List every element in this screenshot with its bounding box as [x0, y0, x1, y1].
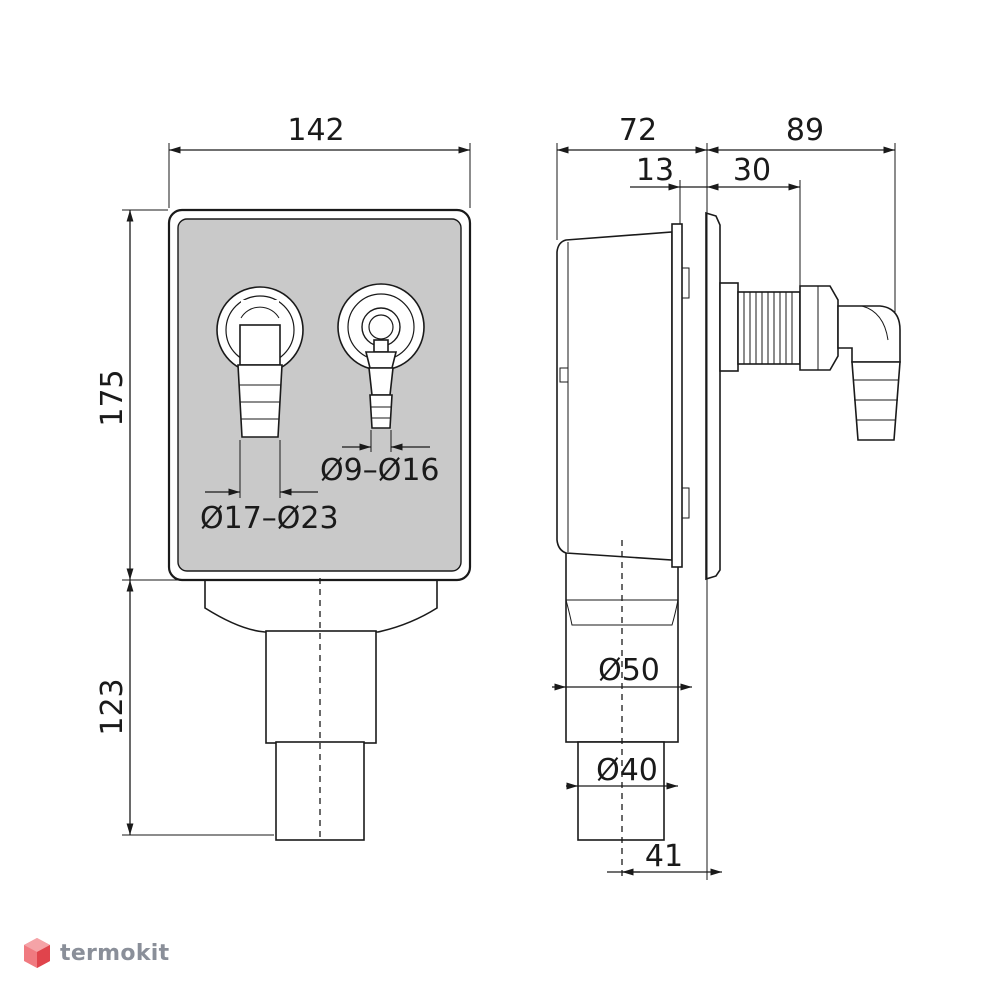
side-pipe-upper: [565, 551, 679, 743]
side-thread-lines: [743, 292, 793, 364]
projection-label: 89: [786, 113, 824, 148]
watermark-text: termokit: [60, 940, 170, 966]
watermark: termokit: [22, 936, 169, 970]
side-barb: [851, 361, 901, 441]
pipe-inner-label: Ø40: [596, 753, 658, 788]
depth-label: 72: [619, 113, 657, 148]
cube-logo-icon: [24, 938, 50, 968]
outlet-small: [337, 283, 425, 429]
side-housing: [556, 231, 673, 561]
side-frame: [671, 223, 683, 568]
side-housing-clip: [559, 367, 569, 383]
side-thread: [737, 291, 801, 365]
side-plate: [705, 211, 721, 581]
side-coupling-nut-left: [719, 282, 739, 372]
frame-label: 13: [636, 153, 674, 188]
outlet-large: [216, 286, 304, 438]
outlet-large-label: Ø17–Ø23: [200, 501, 339, 536]
offset-label: 41: [645, 839, 683, 874]
front-view: Ø17–Ø23 Ø9–Ø16 142 175 123: [95, 113, 472, 842]
side-view: 72 89 13 30 Ø50 Ø40 41: [552, 113, 901, 880]
side-pipe-lower: [577, 741, 665, 841]
side-pipe-taper: [565, 599, 679, 626]
side-elbow: [837, 305, 901, 363]
height-box-label: 175: [95, 369, 130, 426]
width-label: 142: [287, 113, 344, 148]
side-nut: [799, 285, 839, 371]
pipe-outer-label: Ø50: [598, 653, 660, 688]
outlet-small-label: Ø9–Ø16: [320, 453, 440, 488]
front-pipe-upper: [265, 630, 377, 744]
height-pipe-label: 123: [95, 678, 130, 735]
side-frame-tab-top: [681, 267, 690, 299]
front-neck: [204, 579, 438, 633]
side-frame-tab-bottom: [681, 487, 690, 519]
side-elbow-curve: [861, 305, 889, 341]
thread-label: 30: [733, 153, 771, 188]
